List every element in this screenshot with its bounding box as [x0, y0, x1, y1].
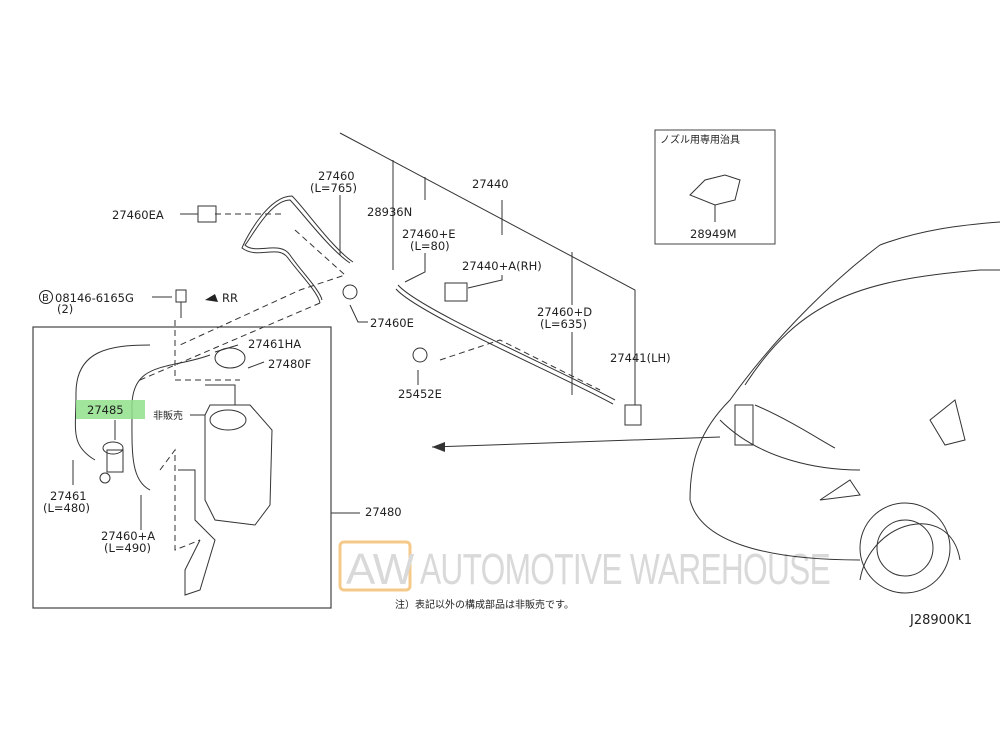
part-label-27460a[interactable]: 27460+A: [101, 529, 155, 543]
footnote: 注）表記以外の構成部品は非販売です。: [395, 598, 574, 611]
part-label-27480f[interactable]: 27480F: [268, 357, 311, 371]
nozzle-27441-drawing: [624, 404, 642, 426]
parts-drawings: [99, 205, 642, 596]
washer-pump-drawing: [99, 441, 124, 484]
part-length-27460: (L=765): [310, 181, 357, 195]
clip-27460e-drawing: [342, 284, 358, 300]
part-label-27461ha[interactable]: 27461HA: [248, 337, 301, 351]
part-length-27461: (L=480): [43, 501, 90, 515]
washer-tank-drawing: [178, 384, 273, 596]
part-length-27460e-plus: (L=80): [410, 239, 450, 253]
inset-tool-box: ノズル用専用治具 28949M: [654, 129, 776, 245]
part-label-27461[interactable]: 27461: [50, 489, 87, 503]
part-length-27460a: (L=490): [104, 541, 151, 555]
part-labels: 27460 (L=765) 27460EA 28936N 27440 27460…: [39, 169, 671, 555]
vehicle-illustration: [689, 221, 1000, 594]
part-label-25452e[interactable]: 25452E: [398, 387, 442, 401]
part-label-27460e[interactable]: 27460E: [370, 316, 414, 330]
part-label-27460[interactable]: 27460: [318, 169, 355, 183]
highlight-27485: [76, 400, 145, 419]
bolt-drawing: [175, 289, 187, 303]
inset-title: ノズル用専用治具: [660, 133, 740, 146]
part-label-27440a[interactable]: 27440+A(RH): [462, 259, 542, 273]
part-label-27460d[interactable]: 27460+D: [537, 305, 592, 319]
part-label-28936n[interactable]: 28936N: [367, 205, 412, 219]
nozzle-27460ea-drawing: [197, 205, 217, 223]
hose-lines: [74, 195, 616, 551]
part-label-27440[interactable]: 27440: [472, 177, 509, 191]
part-label-27485[interactable]: 27485: [87, 403, 124, 417]
not-sold-label: 非販売: [153, 409, 183, 422]
nozzle-tool-drawing: [689, 174, 741, 206]
part-label-27460ea[interactable]: 27460EA: [112, 208, 164, 222]
direction-rr: RR: [222, 291, 238, 305]
cap-27480f-drawing: [214, 347, 246, 369]
part-label-08146-6165g[interactable]: 08146-6165G: [55, 291, 134, 305]
clip-25452e-drawing: [412, 347, 428, 363]
nozzle-27440a-drawing: [444, 282, 468, 302]
bolt-prefix-circle: [39, 290, 53, 304]
rr-arrow-icon: [205, 294, 218, 302]
watermark-text: AUTOMOTIVE WAREHOUSE: [420, 545, 830, 594]
part-label-27460e-plus[interactable]: 27460+E: [402, 227, 456, 241]
part-label-28949m[interactable]: 28949M: [690, 227, 737, 241]
tank-assembly-box: [32, 326, 332, 609]
part-length-27460d: (L=635): [540, 317, 587, 331]
bolt-prefix: B: [42, 293, 49, 304]
watermark: AW AUTOMOTIVE WAREHOUSE: [338, 540, 831, 594]
bolt-quantity: (2): [57, 302, 73, 316]
leader-lines: [72, 132, 721, 530]
watermark-logo-box: [338, 540, 412, 592]
watermark-logo: AW: [346, 545, 415, 594]
part-label-27441[interactable]: 27441(LH): [610, 351, 671, 365]
diagram-id: J28900K1: [909, 613, 972, 628]
part-label-27480[interactable]: 27480: [365, 505, 402, 519]
